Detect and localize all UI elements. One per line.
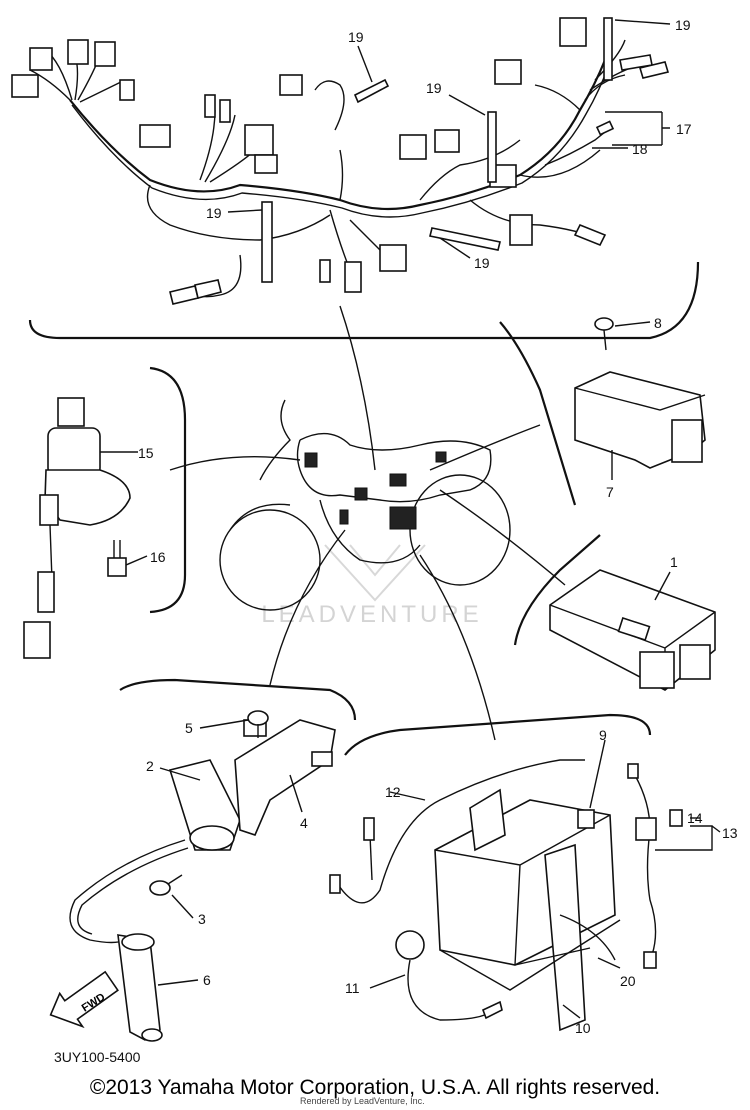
battery-assembly bbox=[329, 759, 683, 1032]
callout-1: 1 bbox=[670, 554, 678, 570]
cdi-unit bbox=[549, 569, 716, 691]
callout-12: 12 bbox=[385, 784, 401, 800]
callout-4: 4 bbox=[300, 815, 308, 831]
callouts: 1 2 3 4 5 6 7 8 9 10 11 12 13 14 15 16 1… bbox=[138, 17, 738, 1036]
callout-10: 10 bbox=[575, 1020, 591, 1036]
callout-20: 20 bbox=[620, 973, 636, 989]
figure-code: 3UY100-5400 bbox=[54, 1049, 141, 1065]
callout-7: 7 bbox=[606, 484, 614, 500]
watermark: LEADVENTURE bbox=[261, 544, 482, 628]
rendered-by-notice: Rendered by LeadVenture, Inc. bbox=[300, 1096, 425, 1106]
callout-19-left: 19 bbox=[206, 205, 222, 221]
callout-11: 11 bbox=[345, 980, 360, 996]
callout-3: 3 bbox=[198, 911, 206, 927]
callout-19-top-center: 19 bbox=[348, 29, 364, 45]
fwd-arrow: FWD bbox=[49, 970, 119, 1029]
callout-15: 15 bbox=[138, 445, 154, 461]
callout-16: 16 bbox=[150, 549, 166, 565]
callout-9: 9 bbox=[599, 727, 607, 743]
section-dividers bbox=[28, 261, 700, 756]
main-switch bbox=[23, 397, 131, 659]
rectifier-regulator bbox=[574, 317, 706, 469]
callout-13: 13 bbox=[722, 825, 738, 841]
callout-6: 6 bbox=[203, 972, 211, 988]
callout-14: 14 bbox=[687, 810, 703, 826]
callout-18: 18 bbox=[632, 141, 648, 157]
leader-lines bbox=[100, 19, 721, 1019]
callout-19-top-right: 19 bbox=[675, 17, 691, 33]
ignition-coil-assembly bbox=[69, 710, 336, 1042]
callout-2: 2 bbox=[146, 758, 154, 774]
callout-19-bottom: 19 bbox=[474, 255, 490, 271]
watermark-text: LEADVENTURE bbox=[261, 601, 482, 628]
wire-harness bbox=[11, 17, 670, 305]
callout-19-center: 19 bbox=[426, 80, 442, 96]
callout-17: 17 bbox=[676, 121, 692, 137]
callout-8: 8 bbox=[654, 315, 662, 331]
copyright-notice: ©2013 Yamaha Motor Corporation, U.S.A. A… bbox=[89, 1076, 661, 1099]
motorcycle-outline bbox=[169, 305, 566, 741]
callout-5: 5 bbox=[185, 720, 193, 736]
